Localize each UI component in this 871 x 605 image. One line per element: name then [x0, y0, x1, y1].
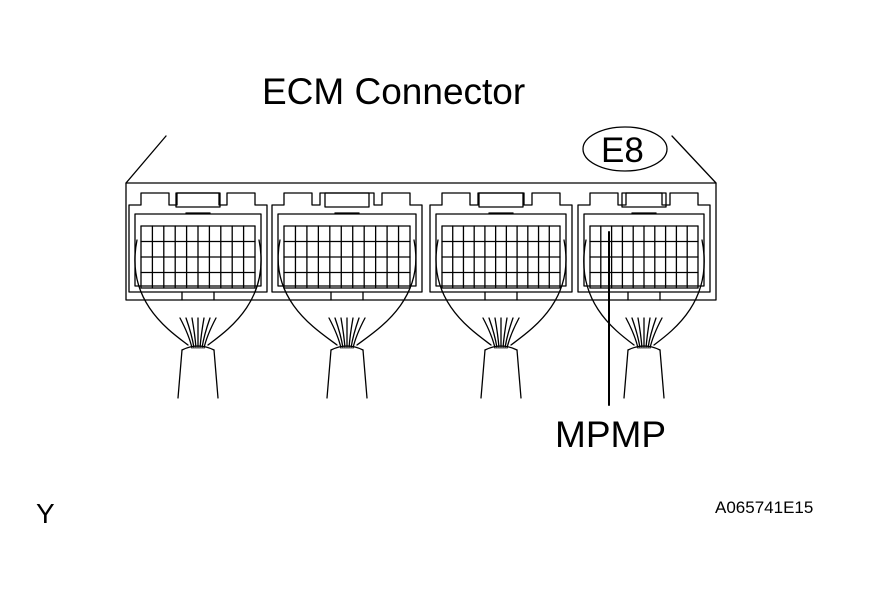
wire-sheath-top: [330, 345, 364, 351]
connector-latch: [324, 192, 370, 208]
wire-loop: [277, 239, 417, 346]
wire-sheath-side: [213, 349, 219, 399]
connector-block: [271, 192, 423, 293]
block-notch: [330, 291, 364, 301]
wire-loop: [435, 239, 567, 346]
wire-strand: [352, 317, 366, 349]
connector-id-oval: [582, 126, 668, 172]
connector-id-label: E8: [601, 131, 644, 170]
wire-sheath-side: [623, 349, 629, 399]
pin-cavity: [435, 213, 567, 287]
wire-sheath-side: [480, 349, 486, 399]
wire-strand: [506, 317, 520, 349]
wire-strand: [649, 317, 663, 349]
wire-sheath-side: [362, 349, 368, 399]
wire-strand: [179, 317, 193, 349]
figure-code: A065741E15: [715, 498, 814, 517]
wire-sheath-side: [326, 349, 332, 399]
connector-housing: [125, 182, 717, 301]
wire-strand: [482, 317, 496, 349]
diagram-title: ECM Connector: [262, 71, 526, 112]
wire-strand: [625, 317, 639, 349]
wire-sheath-top: [627, 345, 661, 351]
corner-mark: Y: [36, 498, 55, 529]
left-leader-line: [125, 135, 167, 184]
wire-loop: [134, 239, 262, 346]
wire-sheath-side: [516, 349, 522, 399]
pin-cavity: [277, 213, 417, 287]
right-leader-line: [671, 135, 717, 184]
wire-sheath-top: [484, 345, 518, 351]
connector-latch: [175, 192, 221, 208]
connector-latch: [621, 192, 667, 208]
connector-latch: [478, 192, 524, 208]
block-notch: [181, 291, 215, 301]
block-notch: [484, 291, 518, 301]
wire-strand: [203, 317, 217, 349]
wire-sheath-side: [659, 349, 665, 399]
wire-loop: [583, 239, 705, 346]
wire-strand: [328, 317, 342, 349]
wire-sheath-side: [177, 349, 183, 399]
connector-block: [429, 192, 573, 293]
pin-label: MPMP: [555, 414, 666, 455]
connector-blocks: [128, 192, 711, 399]
block-notch: [627, 291, 661, 301]
wire-sheath-top: [181, 345, 215, 351]
